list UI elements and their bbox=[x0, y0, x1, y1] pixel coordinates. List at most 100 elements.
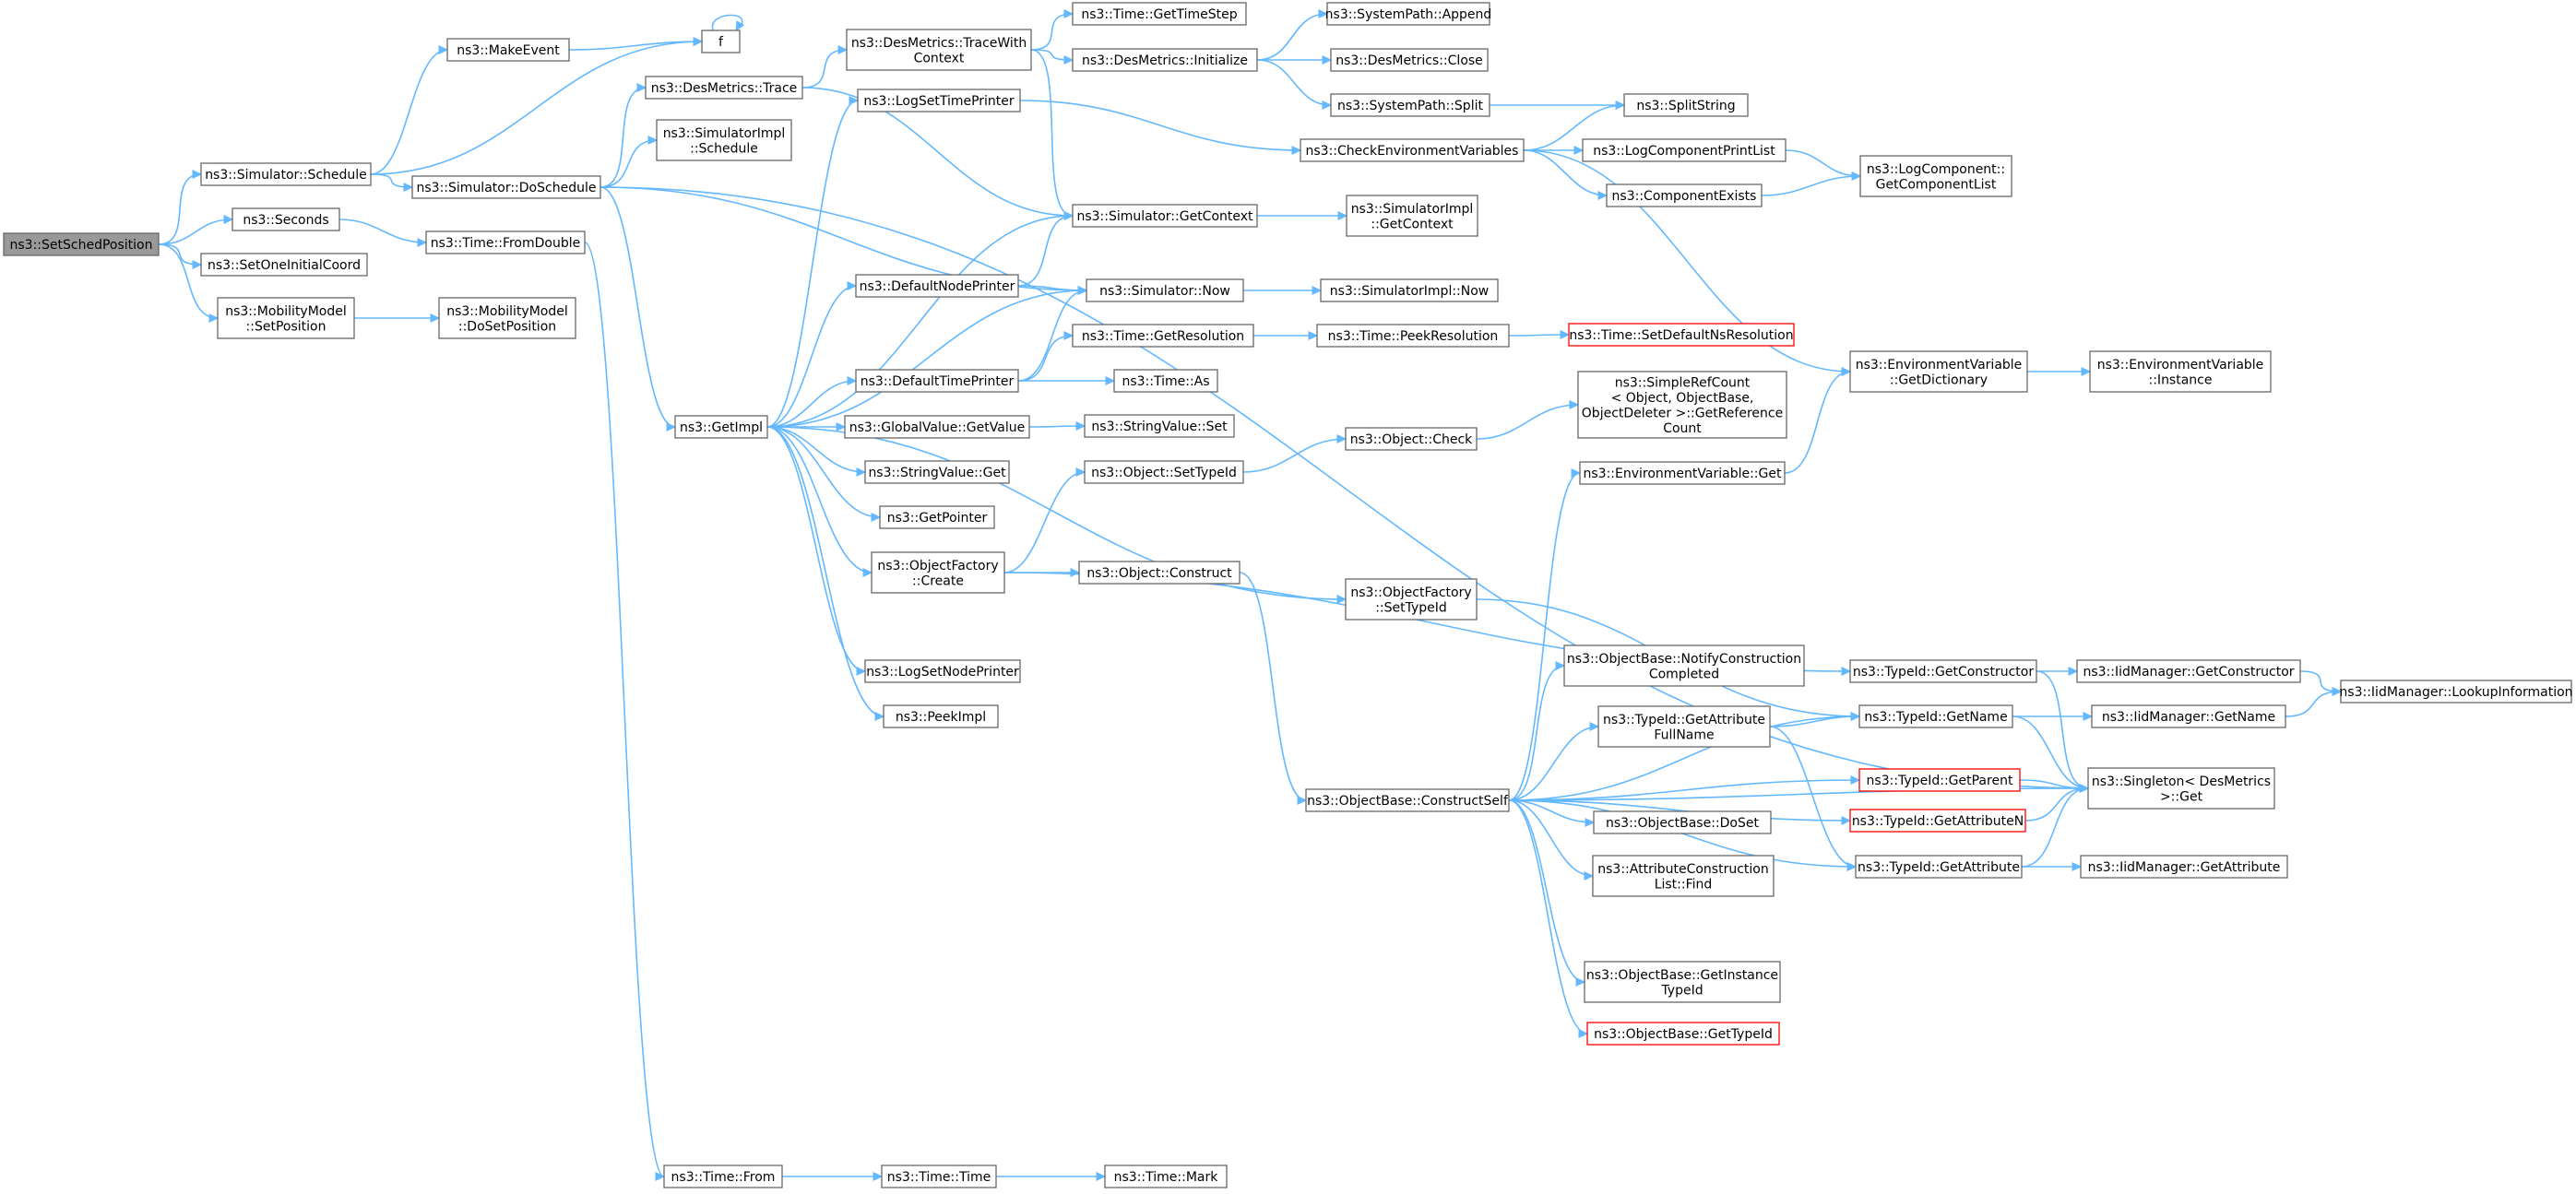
node-simimplsched[interactable]: ns3::SimulatorImpl::Schedule bbox=[656, 119, 792, 161]
node-ofcreate[interactable]: ns3::ObjectFactory::Create bbox=[871, 551, 1005, 594]
arrowhead-setsched-to-mmset bbox=[208, 313, 220, 323]
node-splitstring[interactable]: ns3::SplitString bbox=[1623, 93, 1749, 117]
node-svset-label: ns3::StringValue::Set bbox=[1091, 420, 1228, 434]
node-simnow[interactable]: ns3::Simulator::Now bbox=[1086, 278, 1244, 302]
node-tidgetattr[interactable]: ns3::TypeId::GetAttribute bbox=[1855, 855, 2023, 879]
node-svget[interactable]: ns3::StringValue::Get bbox=[864, 460, 1010, 484]
node-compexists-box bbox=[1606, 183, 1763, 207]
node-constructself[interactable]: ns3::ObjectBase::ConstructSelf bbox=[1305, 788, 1510, 812]
node-svset-box bbox=[1084, 414, 1235, 438]
edge-getattrfull-to-tidgetattr bbox=[1769, 726, 1857, 868]
node-getres[interactable]: ns3::Time::GetResolution bbox=[1072, 324, 1254, 348]
node-seconds[interactable]: ns3::Seconds bbox=[231, 207, 340, 231]
node-logsettime[interactable]: ns3::LogSetTimePrinter bbox=[857, 89, 1021, 112]
node-envinstance[interactable]: ns3::EnvironmentVariable::Instance bbox=[2089, 350, 2272, 393]
node-iidlookup[interactable]: ns3::IidManager::LookupInformation bbox=[2339, 680, 2573, 703]
node-f[interactable]: f bbox=[701, 30, 741, 53]
node-logprint-label: ns3::LogComponentPrintList bbox=[1593, 144, 1775, 159]
node-spsplit[interactable]: ns3::SystemPath::Split bbox=[1330, 93, 1490, 117]
node-notifyconst[interactable]: ns3::ObjectBase::NotifyConstructionCompl… bbox=[1563, 644, 1805, 687]
node-getres-box bbox=[1072, 324, 1254, 348]
edge-checkenv-to-compexists bbox=[1523, 149, 1608, 196]
arrowhead-f-to-f bbox=[735, 20, 745, 32]
node-objcheck[interactable]: ns3::Object::Check bbox=[1345, 427, 1478, 451]
node-peekimpl[interactable]: ns3::PeekImpl bbox=[883, 704, 999, 728]
node-settypeid[interactable]: ns3::Object::SetTypeId bbox=[1084, 460, 1244, 484]
node-timemark[interactable]: ns3::Time::Mark bbox=[1104, 1164, 1228, 1188]
node-tidgetparent[interactable]: ns3::TypeId::GetParent bbox=[1858, 768, 2021, 792]
node-getcontext[interactable]: ns3::Simulator::GetContext bbox=[1072, 204, 1258, 228]
node-doschedule[interactable]: ns3::Simulator::DoSchedule bbox=[411, 175, 601, 199]
edge-makeevent-to-f bbox=[568, 41, 703, 51]
node-tidgetname[interactable]: ns3::TypeId::GetName bbox=[1858, 704, 2013, 728]
node-setinitial[interactable]: ns3::SetOneInitialCoord bbox=[200, 253, 368, 277]
node-objconstruct[interactable]: ns3::Object::Construct bbox=[1078, 561, 1241, 585]
node-tidgetctor[interactable]: ns3::TypeId::GetConstructor bbox=[1849, 659, 2037, 683]
node-timeas[interactable]: ns3::Time::As bbox=[1113, 369, 1218, 393]
node-logcompget-label: GetComponentList bbox=[1876, 177, 1997, 192]
node-obgettypeid-box bbox=[1586, 1022, 1780, 1046]
arrowhead-getattrfull-to-tidgetname bbox=[1850, 712, 1861, 721]
node-simplerefcount-label: ns3::SimpleRefCount bbox=[1615, 375, 1751, 390]
node-envget[interactable]: ns3::EnvironmentVariable::Get bbox=[1579, 461, 1786, 485]
node-singleton[interactable]: ns3::Singleton< DesMetrics >::Get bbox=[2087, 767, 2275, 810]
node-logsettime-box bbox=[857, 89, 1021, 112]
node-peekimpl-box bbox=[883, 704, 999, 728]
node-simimplctx[interactable]: ns3::SimulatorImpl::GetContext bbox=[1346, 195, 1478, 237]
node-setdefns[interactable]: ns3::Time::SetDefaultNsResolution bbox=[1568, 323, 1795, 347]
node-dminit[interactable]: ns3::DesMetrics::Initialize bbox=[1072, 48, 1258, 72]
node-peekres[interactable]: ns3::Time::PeekResolution bbox=[1316, 324, 1510, 348]
node-obdoset[interactable]: ns3::ObjectBase::DoSet bbox=[1593, 810, 1772, 834]
node-mmdoset[interactable]: ns3::MobilityModel::DoSetPosition bbox=[438, 297, 576, 339]
node-mmset[interactable]: ns3::MobilityModel::SetPosition bbox=[217, 297, 355, 339]
edge-constructself-to-obgettypeid bbox=[1508, 799, 1588, 1034]
node-compexists[interactable]: ns3::ComponentExists bbox=[1606, 183, 1763, 207]
node-simimplnow[interactable]: ns3::SimulatorImpl::Now bbox=[1320, 278, 1499, 302]
node-deftime[interactable]: ns3::DefaultTimePrinter bbox=[855, 369, 1019, 393]
node-svset[interactable]: ns3::StringValue::Set bbox=[1084, 414, 1235, 438]
edge-setsched-to-schedule bbox=[158, 173, 202, 245]
node-gvget-box bbox=[844, 415, 1030, 439]
node-setsched[interactable]: ns3::SetSchedPosition bbox=[3, 232, 160, 256]
node-iidctor-box bbox=[2076, 659, 2301, 683]
node-makeevent[interactable]: ns3::MakeEvent bbox=[446, 38, 570, 62]
node-dmtrace[interactable]: ns3::DesMetrics::Trace bbox=[645, 76, 803, 100]
node-checkenv[interactable]: ns3::CheckEnvironmentVariables bbox=[1300, 138, 1525, 162]
node-iidlookup-box bbox=[2340, 680, 2572, 703]
node-tidgetattrn[interactable]: ns3::TypeId::GetAttributeN bbox=[1849, 809, 2026, 833]
node-spappend[interactable]: ns3::SystemPath::Append bbox=[1325, 2, 1492, 26]
node-defnode-box bbox=[855, 274, 1019, 298]
edge-envget-to-envdict bbox=[1784, 371, 1851, 474]
node-logcompget[interactable]: ns3::LogComponent::GetComponentList bbox=[1859, 155, 2012, 197]
node-logprint[interactable]: ns3::LogComponentPrintList bbox=[1582, 138, 1787, 162]
node-logsetnode[interactable]: ns3::LogSetNodePrinter bbox=[864, 659, 1021, 683]
node-dmclose[interactable]: ns3::DesMetrics::Close bbox=[1330, 48, 1489, 72]
node-timetime[interactable]: ns3::Time::Time bbox=[881, 1164, 997, 1188]
node-fromdouble[interactable]: ns3::Time::FromDouble bbox=[425, 231, 586, 254]
node-ofsettypeid[interactable]: ns3::ObjectFactory::SetTypeId bbox=[1345, 578, 1478, 621]
node-envdict[interactable]: ns3::EnvironmentVariable::GetDictionary bbox=[1849, 350, 2028, 393]
node-getpointer-box bbox=[879, 505, 995, 529]
node-getimpl-label: ns3::GetImpl bbox=[680, 420, 763, 435]
node-simplerefcount[interactable]: ns3::SimpleRefCount< Object, ObjectBase,… bbox=[1577, 371, 1787, 439]
node-gvget[interactable]: ns3::GlobalValue::GetValue bbox=[844, 415, 1030, 439]
arrowhead-setsched-to-schedule bbox=[192, 170, 203, 179]
node-timefrom[interactable]: ns3::Time::From bbox=[663, 1164, 783, 1188]
node-envdict-label: ns3::EnvironmentVariable bbox=[1856, 358, 2023, 372]
node-obgettypeid[interactable]: ns3::ObjectBase::GetTypeId bbox=[1586, 1022, 1780, 1046]
node-defnode[interactable]: ns3::DefaultNodePrinter bbox=[855, 274, 1019, 298]
node-iidname[interactable]: ns3::IidManager::GetName bbox=[2091, 704, 2286, 728]
node-doschedule-box bbox=[411, 175, 601, 199]
node-getimpl[interactable]: ns3::GetImpl bbox=[674, 415, 768, 439]
node-schedule[interactable]: ns3::Simulator::Schedule bbox=[200, 162, 372, 186]
node-iidctor[interactable]: ns3::IidManager::GetConstructor bbox=[2076, 659, 2301, 683]
node-gettimestep[interactable]: ns3::Time::GetTimeStep bbox=[1072, 2, 1247, 26]
node-iidattr[interactable]: ns3::IidManager::GetAttribute bbox=[2080, 855, 2288, 879]
node-tidgetattr-label: ns3::TypeId::GetAttribute bbox=[1858, 860, 2020, 875]
node-getpointer[interactable]: ns3::GetPointer bbox=[879, 505, 995, 529]
node-singleton-box bbox=[2087, 767, 2275, 810]
